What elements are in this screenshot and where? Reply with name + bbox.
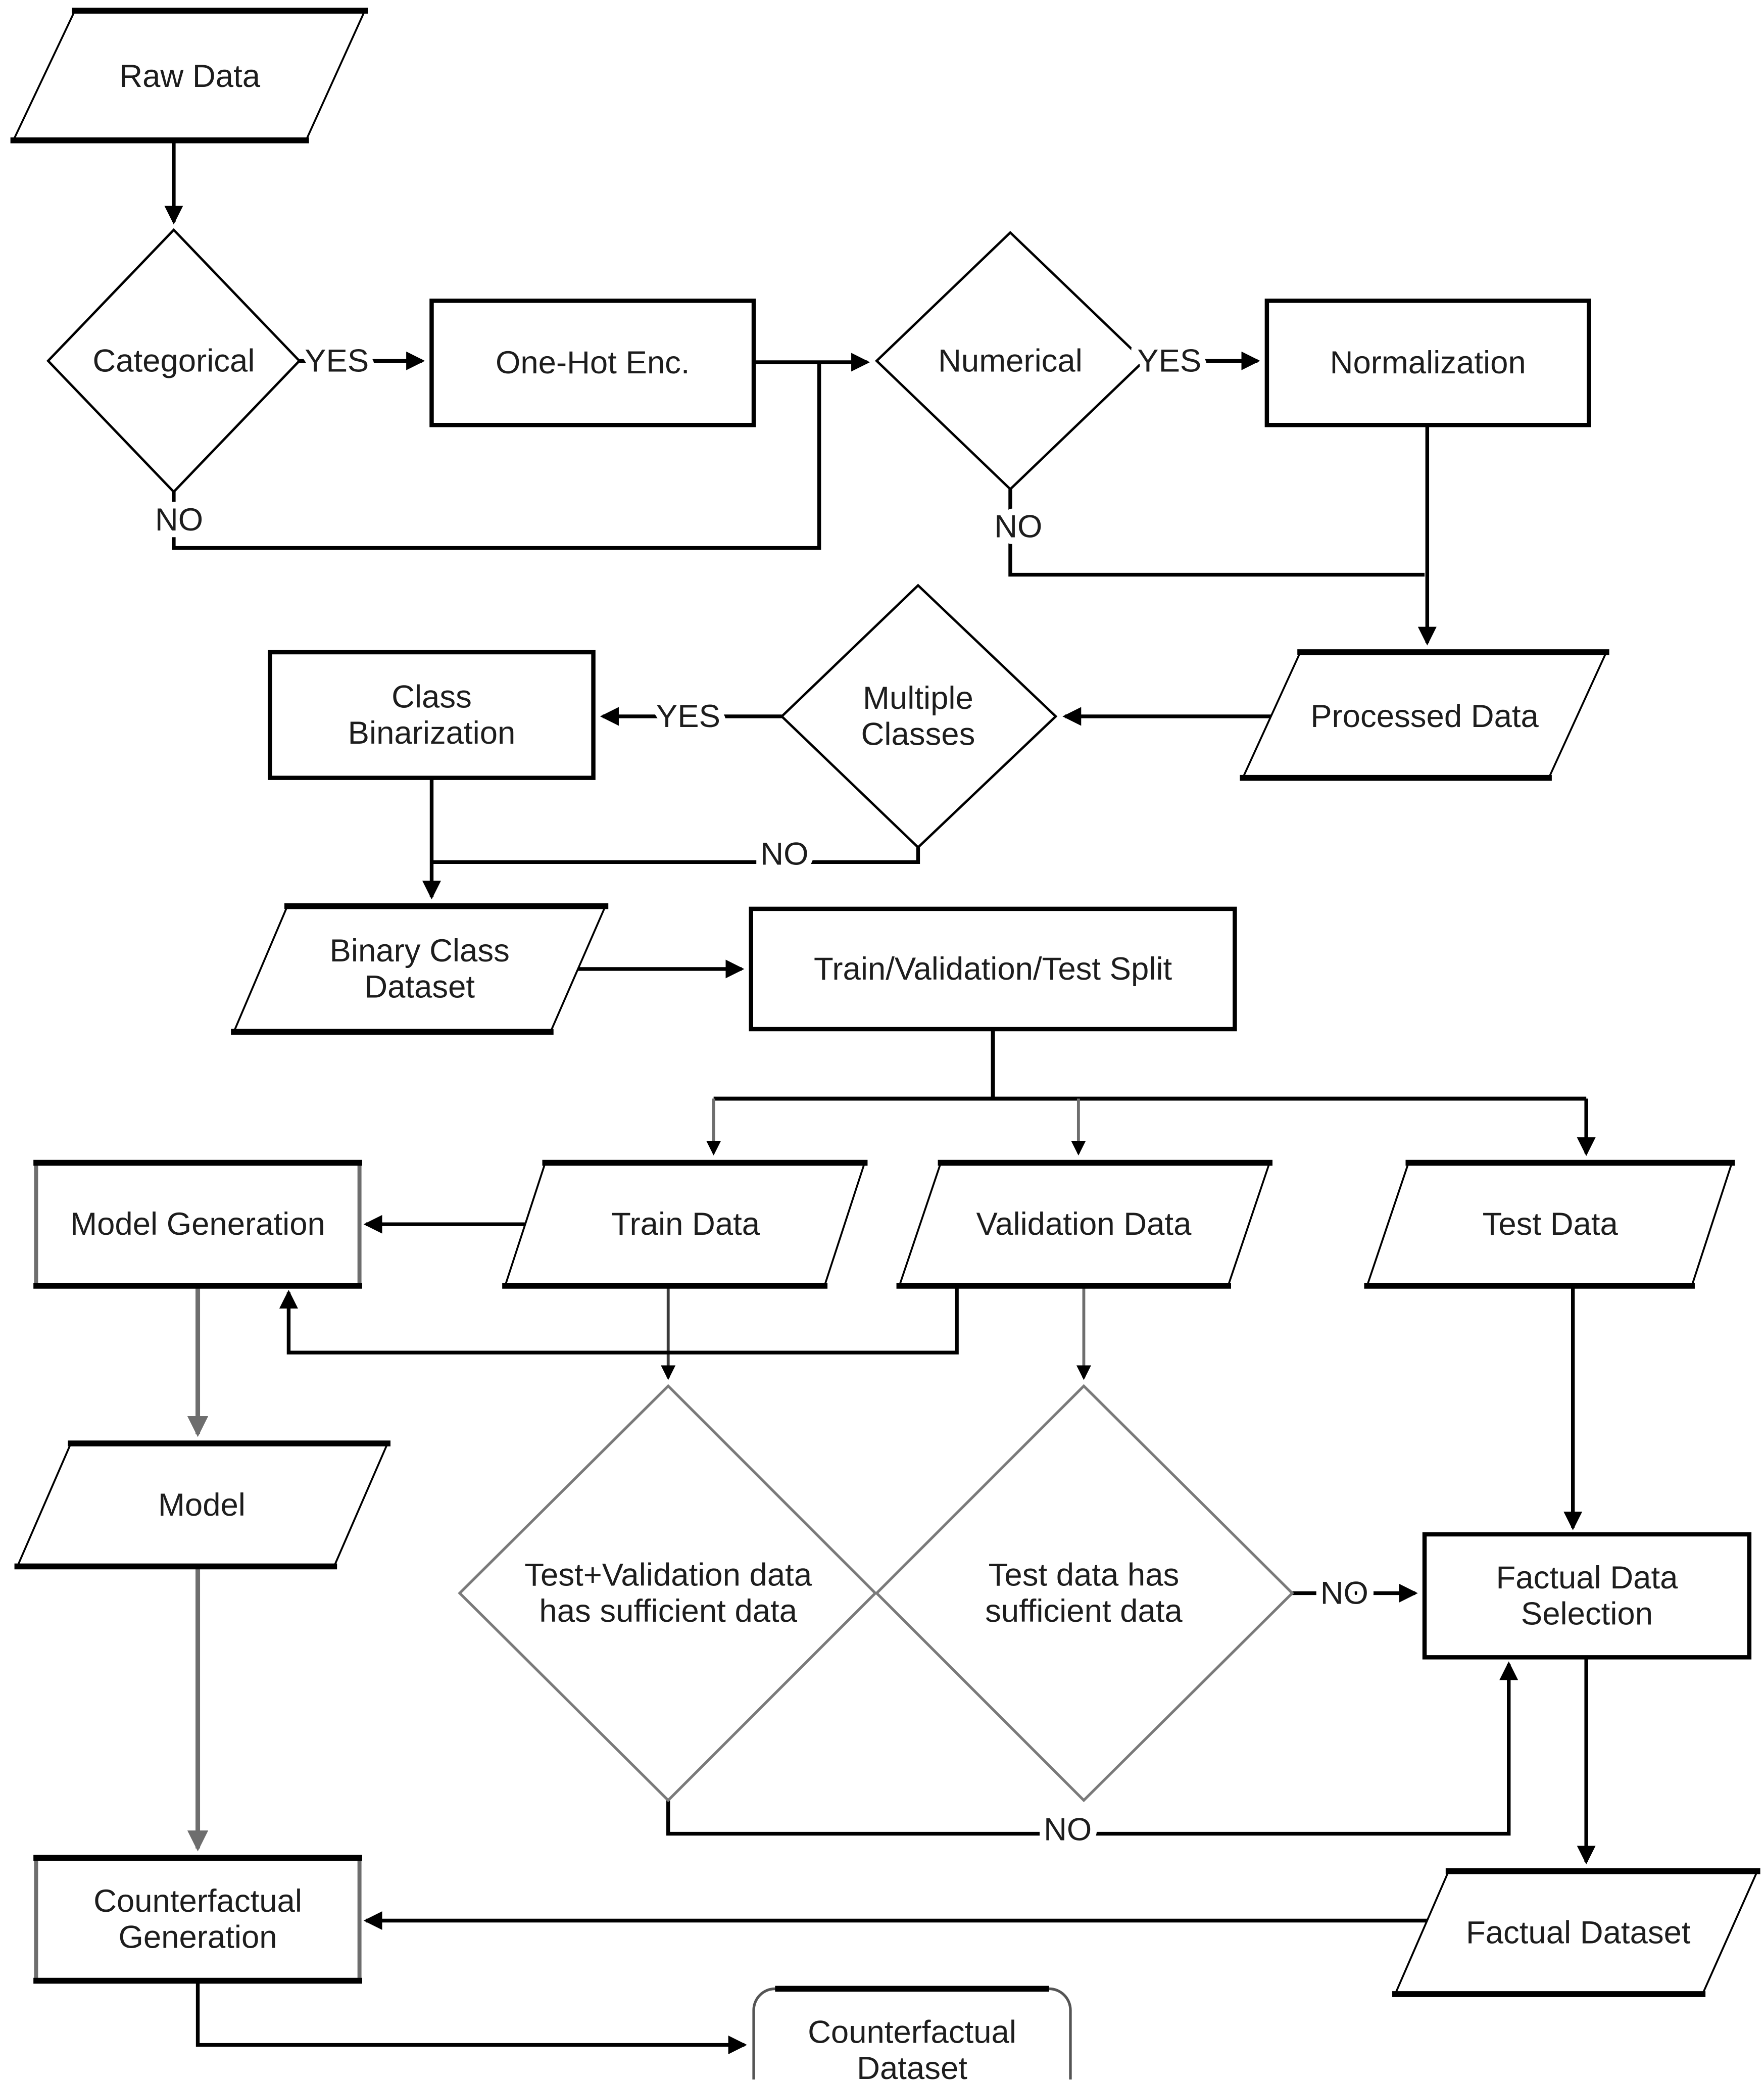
edge-numerical-no-label: NO bbox=[994, 509, 1042, 544]
edge-line bbox=[172, 363, 821, 550]
edge-counterfactual-generation-to-counterfactual-dataset bbox=[195, 1980, 747, 2055]
node-categorical: Categorical bbox=[46, 228, 301, 494]
node-counterfactual-dataset-label: Dataset bbox=[857, 2051, 967, 2079]
node-train-validation-test-split: Train/Validation/Test Split bbox=[749, 906, 1237, 1032]
node-model-generation-label: Model Generation bbox=[70, 1206, 325, 1242]
node-validation-data: Validation Data bbox=[896, 1159, 1272, 1289]
node-factual-dataset-label: Factual Dataset bbox=[1466, 1915, 1691, 1950]
node-numerical: Numerical bbox=[874, 231, 1146, 491]
node-counterfactual-dataset-label: Counterfactual bbox=[808, 2014, 1016, 2050]
node-test-validation-sufficient-label: has sufficient data bbox=[539, 1593, 797, 1629]
node-counterfactual-generation-label: Generation bbox=[118, 1920, 277, 1955]
edge-categorical-no bbox=[172, 363, 821, 550]
node-raw-data-label: Raw Data bbox=[119, 59, 260, 94]
edge-multiple-classes-yes-label: YES bbox=[656, 699, 720, 734]
edge-line bbox=[195, 1980, 747, 2055]
node-test-validation-sufficient-shape bbox=[458, 1384, 877, 1803]
node-categorical-label: Categorical bbox=[92, 343, 255, 378]
node-test-validation-sufficient-label: Test+Validation data bbox=[524, 1558, 812, 1593]
edge-tv-diamond-no bbox=[666, 1661, 1518, 1836]
node-binary-class-dataset-label: Dataset bbox=[364, 970, 475, 1005]
node-multiple-classes-label: Classes bbox=[861, 717, 975, 752]
node-normalization: Normalization bbox=[1264, 298, 1591, 427]
edge-labels-layer: YES NO YES NO YES NO NO NO bbox=[149, 336, 1376, 1854]
edge-test-diamond-no-label: NO bbox=[1320, 1575, 1368, 1611]
edge-line bbox=[666, 1661, 1518, 1836]
node-factual-data-selection-label: Factual Data bbox=[1496, 1560, 1679, 1595]
node-factual-dataset: Factual Dataset bbox=[1392, 1868, 1760, 1997]
node-class-binarization-label: Binarization bbox=[348, 715, 516, 751]
node-normalization-shape bbox=[1264, 298, 1591, 427]
node-test-data-sufficient-shape bbox=[874, 1384, 1294, 1803]
node-one-hot-enc-shape bbox=[429, 298, 756, 427]
node-counterfactual-generation-label: Counterfactual bbox=[93, 1883, 302, 1919]
node-numerical-shape bbox=[874, 231, 1146, 491]
edge-validation-data-to-model-generation bbox=[279, 1285, 959, 1355]
node-binary-class-dataset-label: Binary Class bbox=[330, 933, 510, 969]
edge-split-fanout bbox=[713, 1029, 1587, 1101]
edge-categorical-no-label: NO bbox=[155, 502, 203, 538]
edge-multiple-classes-no bbox=[431, 847, 920, 864]
edge-line bbox=[431, 847, 920, 864]
node-raw-data: Raw Data bbox=[10, 8, 368, 143]
node-class-binarization-shape bbox=[268, 650, 596, 780]
node-test-data-sufficient-label: Test data has bbox=[989, 1558, 1180, 1593]
node-train-validation-test-split-shape bbox=[749, 906, 1237, 1032]
node-train-data-label: Train Data bbox=[611, 1206, 760, 1242]
node-one-hot-enc: One-Hot Enc. bbox=[429, 298, 756, 427]
node-class-binarization-label: Class bbox=[391, 680, 472, 715]
node-model-label: Model bbox=[158, 1487, 246, 1523]
node-processed-data-label: Processed Data bbox=[1310, 699, 1539, 734]
node-factual-data-selection-label: Selection bbox=[1521, 1596, 1653, 1631]
edge-numerical-no bbox=[1008, 489, 1425, 577]
node-factual-data-selection-shape bbox=[1422, 1532, 1752, 1660]
node-normalization-label: Normalization bbox=[1330, 345, 1526, 380]
node-processed-data: Processed Data bbox=[1240, 649, 1609, 781]
node-multiple-classes-label: Multiple bbox=[863, 681, 973, 716]
edge-multiple-classes-no-label: NO bbox=[760, 836, 808, 872]
edges-layer bbox=[164, 140, 1596, 2055]
node-model-generation-shape bbox=[34, 1160, 362, 1288]
node-test-data-sufficient-label: sufficient data bbox=[985, 1593, 1183, 1629]
node-train-data: Train Data bbox=[502, 1159, 868, 1289]
edge-tv-diamond-no-label: NO bbox=[1044, 1812, 1092, 1848]
node-train-validation-test-split-label: Train/Validation/Test Split bbox=[814, 951, 1172, 987]
edge-line bbox=[1008, 489, 1425, 577]
edge-line bbox=[279, 1285, 959, 1355]
node-validation-data-label: Validation Data bbox=[976, 1206, 1192, 1242]
node-one-hot-enc-label: One-Hot Enc. bbox=[496, 345, 690, 380]
node-test-data-label: Test Data bbox=[1483, 1206, 1619, 1242]
node-test-data: Test Data bbox=[1364, 1159, 1735, 1289]
node-model: Model bbox=[14, 1440, 391, 1570]
node-model-generation: Model Generation bbox=[33, 1159, 362, 1289]
edge-categorical-yes-label: YES bbox=[305, 343, 369, 378]
node-categorical-shape bbox=[46, 228, 301, 494]
node-multiple-classes-shape bbox=[780, 584, 1058, 849]
node-numerical-label: Numerical bbox=[938, 343, 1083, 378]
edge-numerical-yes-label: YES bbox=[1137, 343, 1201, 378]
